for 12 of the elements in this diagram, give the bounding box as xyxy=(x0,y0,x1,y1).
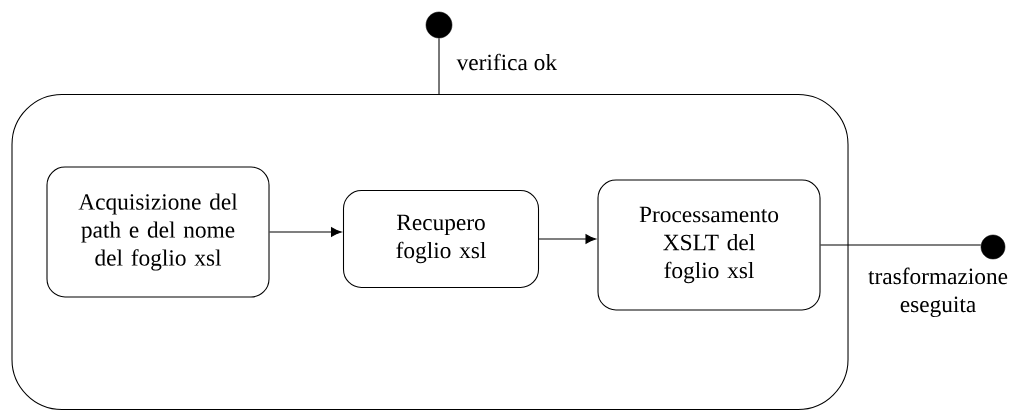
transition-line xyxy=(438,37,440,95)
state-box: Recupero foglio xsl xyxy=(342,189,540,289)
arrow xyxy=(269,227,342,237)
transition-line xyxy=(820,244,982,246)
superstate-box xyxy=(11,93,849,411)
arrow xyxy=(538,234,597,244)
edge-label: trasformazione eseguita xyxy=(861,266,1012,319)
state-box: Processamento XSLT del foglio xsl xyxy=(597,179,821,311)
state-box: Acquisizione del path e del nome del foglio xsl xyxy=(46,166,270,298)
state-dot xyxy=(980,234,1006,260)
state-dot xyxy=(425,11,453,39)
edge-label: verifica ok xyxy=(455,52,559,72)
